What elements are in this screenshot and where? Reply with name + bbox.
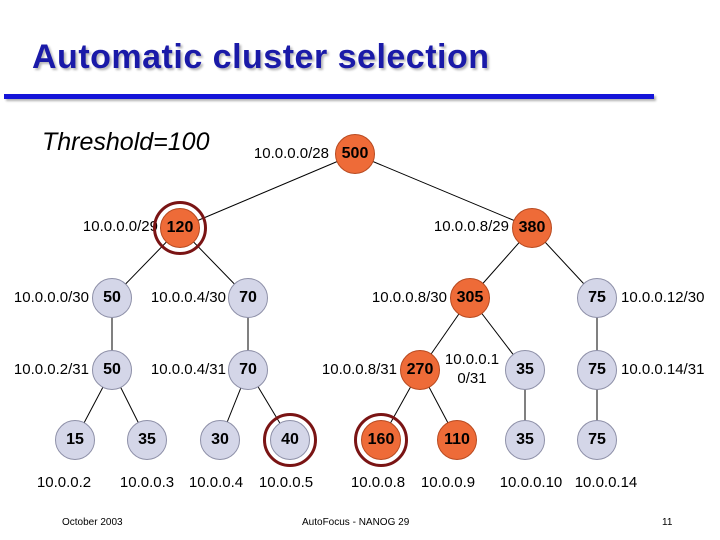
leaf-address: 10.0.0.5 (258, 474, 314, 491)
prefix-label-4-30: 10.0.0.4/30 (150, 289, 226, 306)
edge-root-right (354, 153, 533, 229)
node-0-30: 50 (92, 278, 132, 318)
selected-cluster-ring (263, 413, 317, 467)
footer-date: October 2003 (62, 517, 123, 528)
prefix-label-10-31-line2: 0/31 (457, 370, 487, 387)
node-4-30: 70 (228, 278, 268, 318)
node-4-31: 70 (228, 350, 268, 390)
prefix-label-12-30: 10.0.0.12/30 (621, 289, 705, 306)
leaf-node: 15 (55, 420, 95, 460)
leaf-address: 10.0.0.10 (499, 474, 563, 491)
node-8-29: 380 (512, 208, 552, 248)
prefix-label-8-30: 10.0.0.8/30 (371, 289, 447, 306)
node-8-30: 305 (450, 278, 490, 318)
selected-cluster-ring (153, 201, 207, 255)
leaf-address: 10.0.0.8 (350, 474, 406, 491)
leaf-node: 35 (127, 420, 167, 460)
node-root: 500 (335, 134, 375, 174)
leaf-address: 10.0.0.14 (574, 474, 638, 491)
selected-cluster-ring (354, 413, 408, 467)
leaf-address: 10.0.0.2 (36, 474, 92, 491)
prefix-label-10-31-line1: 10.0.0.1 (444, 351, 500, 368)
prefix-label-8-29: 10.0.0.8/29 (433, 218, 509, 235)
leaf-node: 35 (505, 420, 545, 460)
prefix-label-0-30: 10.0.0.0/30 (13, 289, 89, 306)
prefix-label-10-31: 10.0.0.1 0/31 (445, 350, 499, 388)
prefix-label-4-31: 10.0.0.4/31 (150, 361, 226, 378)
leaf-node: 30 (200, 420, 240, 460)
prefix-label-0-29: 10.0.0.0/29 (82, 218, 158, 235)
leaf-address: 10.0.0.4 (188, 474, 244, 491)
leaf-node: 75 (577, 420, 617, 460)
title-underline (4, 94, 654, 99)
leaf-node: 110 (437, 420, 477, 460)
node-12-30: 75 (577, 278, 617, 318)
leaf-address: 10.0.0.3 (119, 474, 175, 491)
prefix-label-root: 10.0.0.0/28 (253, 145, 329, 162)
edge-root-left (179, 153, 356, 229)
prefix-label-2-31: 10.0.0.2/31 (13, 361, 89, 378)
node-8-31: 270 (400, 350, 440, 390)
page-number: 11 (662, 517, 673, 528)
threshold-label: Threshold=100 (42, 128, 210, 156)
prefix-label-8-31: 10.0.0.8/31 (321, 361, 397, 378)
node-2-31: 50 (92, 350, 132, 390)
node-10-31: 35 (505, 350, 545, 390)
leaf-address: 10.0.0.9 (420, 474, 476, 491)
footer-title: AutoFocus - NANOG 29 (302, 517, 410, 528)
slide-title: Automatic cluster selection (32, 38, 490, 76)
prefix-label-14-31: 10.0.0.14/31 (621, 361, 705, 378)
node-14-31: 75 (577, 350, 617, 390)
